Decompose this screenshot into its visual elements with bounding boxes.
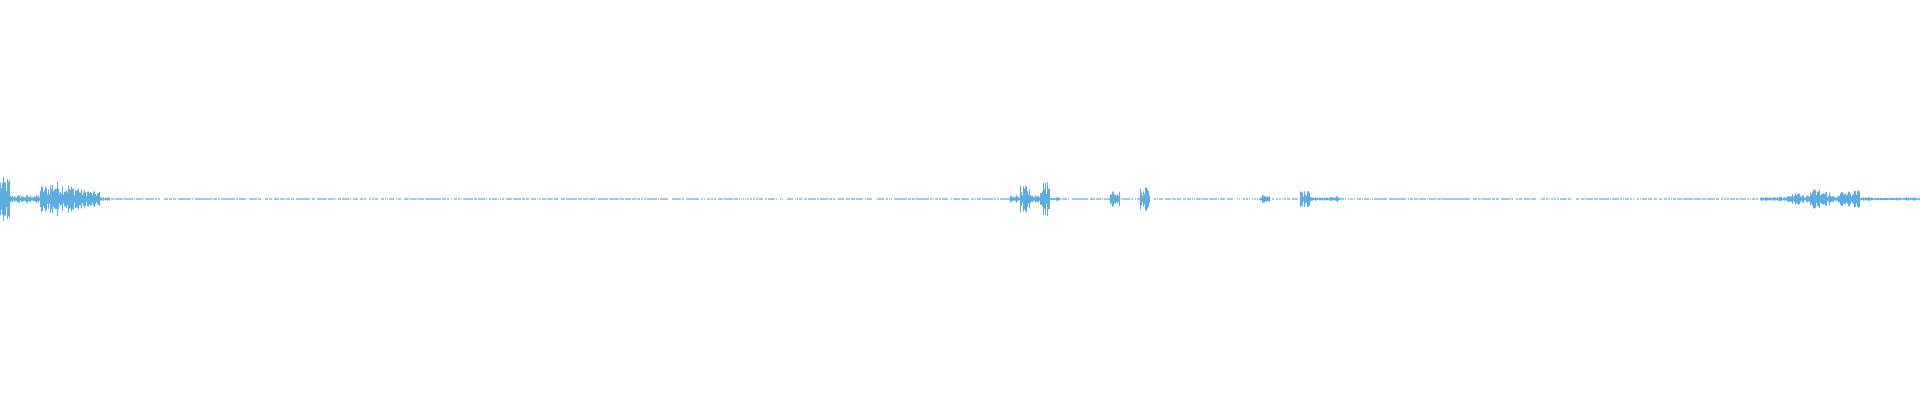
- waveform-samples: [0, 177, 1920, 221]
- waveform-bars: [0, 177, 1920, 221]
